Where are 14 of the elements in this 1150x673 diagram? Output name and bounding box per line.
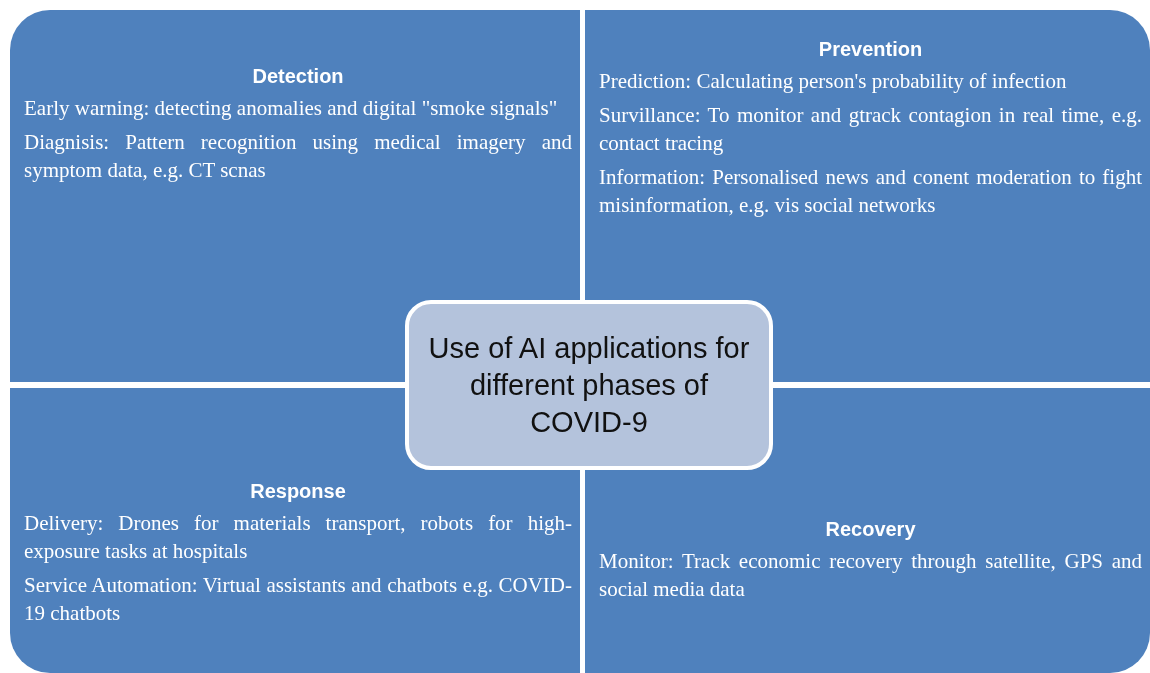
description-text: Survillance: To monitor and gtrack contagion in real time, e.g. contact tracing bbox=[599, 102, 1142, 157]
description-text: Diagnisis: Pattern recognition using medical imagery and symptom data, e.g. CT scnas bbox=[24, 129, 572, 184]
phase-heading: Prevention bbox=[817, 38, 924, 61]
phase-heading: Response bbox=[249, 480, 347, 503]
description-text: Information: Personalised news and conent moderation to fight misinformation, e.g. vis social networks bbox=[599, 164, 1142, 219]
central-title-box bbox=[405, 300, 773, 470]
phase-heading: Detection bbox=[251, 65, 345, 88]
title-text: Use of AI applications for different phases of COVID-9 bbox=[427, 330, 751, 440]
description-text: Early warning: detecting anomalies and digital "smoke signals" bbox=[24, 95, 559, 122]
phase-heading: Recovery bbox=[824, 518, 917, 541]
description-text: Prediction: Calculating person's probability of infection bbox=[599, 68, 1068, 95]
description-text: Delivery: Drones for materials transport, robots for high-exposure tasks at hospitals bbox=[24, 510, 572, 565]
description-text: Service Automation: Virtual assistants and chatbots e.g. COVID-19 chatbots bbox=[24, 572, 572, 627]
description-text: Monitor: Track economic recovery through satellite, GPS and social media data bbox=[599, 548, 1142, 603]
